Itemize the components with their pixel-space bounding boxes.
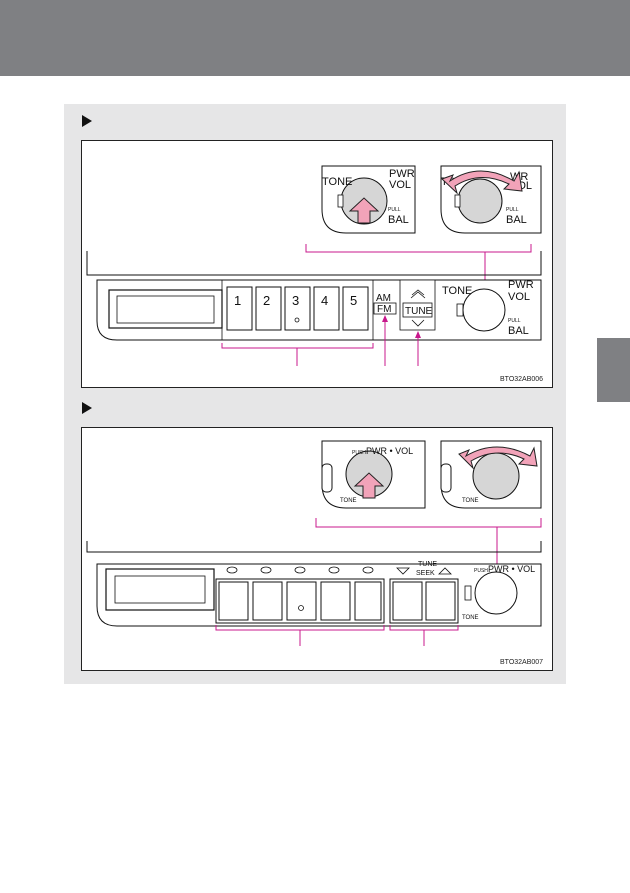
knob-pull-label: PULL <box>388 207 401 213</box>
main-knob <box>462 288 506 332</box>
knob-tone-label: TONE <box>322 176 352 188</box>
main-knob-b <box>474 571 518 615</box>
preset-3-label: 3 <box>292 293 299 308</box>
knob-bal-label-2: BAL <box>506 214 527 226</box>
chapter-side-tab <box>597 338 630 402</box>
section-marker-b-icon <box>82 402 92 414</box>
main-knob-bal-label: BAL <box>508 325 529 337</box>
preset-buttons-b <box>215 578 385 624</box>
tune-label: TUNE <box>405 306 433 317</box>
push-arrow-icon-b <box>353 472 385 499</box>
page-header-bar <box>0 0 630 76</box>
push-arrow-icon <box>348 197 380 224</box>
push-label: PUSH <box>352 450 366 456</box>
preset-4-label: 4 <box>321 293 328 308</box>
diagram-type-b: PUSH PWR • VOL TONE TONE TUNE <box>81 427 553 671</box>
main-pwr-vol-label: PWR • VOL <box>488 564 535 574</box>
knob-inset-turn: TO WR VOL PULL BAL <box>440 165 542 234</box>
main-tone-label-b: TONE <box>462 615 479 621</box>
tone-label-b: TONE <box>340 498 357 504</box>
preset-buttons: 1 2 3 4 5 <box>226 286 369 331</box>
preset-indicators <box>226 566 374 574</box>
knob-inset-push: TONE PWR VOL PULL BAL <box>321 165 416 234</box>
am-label: AM <box>376 293 391 304</box>
seek-label: SEEK <box>416 570 435 577</box>
main-push-label: PUSH <box>474 568 488 574</box>
knob-inset-turn-b: TONE <box>440 440 542 509</box>
main-knob-pwr-label: PWR <box>508 279 534 291</box>
tune-label-b: TUNE <box>418 561 437 568</box>
knob-pull-label-2: PULL <box>506 207 519 213</box>
main-knob-tone-label: TONE <box>442 285 472 297</box>
diagram-code-a: BTO32AB006 <box>500 376 543 383</box>
tune-seek-buttons: TUNE SEEK <box>389 561 459 624</box>
fm-label: FM <box>377 304 391 315</box>
knob-vol-label: VOL <box>389 179 411 191</box>
preset-5-label: 5 <box>350 293 357 308</box>
rotate-arrow-icon-b <box>458 446 538 470</box>
section-marker-a-icon <box>82 115 92 127</box>
main-knob-pull-label: PULL <box>508 318 521 324</box>
pwr-vol-label: PWR • VOL <box>366 446 413 456</box>
knob-bal-label: BAL <box>388 214 409 226</box>
rotate-arrow-icon <box>441 170 523 195</box>
preset-1-label: 1 <box>234 293 241 308</box>
diagram-code-b: BTO32AB007 <box>500 659 543 666</box>
knob-inset-push-b: PUSH PWR • VOL TONE <box>321 440 426 509</box>
main-knob-vol-label: VOL <box>508 291 530 303</box>
diagram-type-a: TONE PWR VOL PULL BAL TO WR VOL PULL BAL… <box>81 140 553 388</box>
knob-pwr-label: PWR <box>389 168 415 180</box>
tone-label-b-2: TONE <box>462 498 479 504</box>
preset-2-label: 2 <box>263 293 270 308</box>
